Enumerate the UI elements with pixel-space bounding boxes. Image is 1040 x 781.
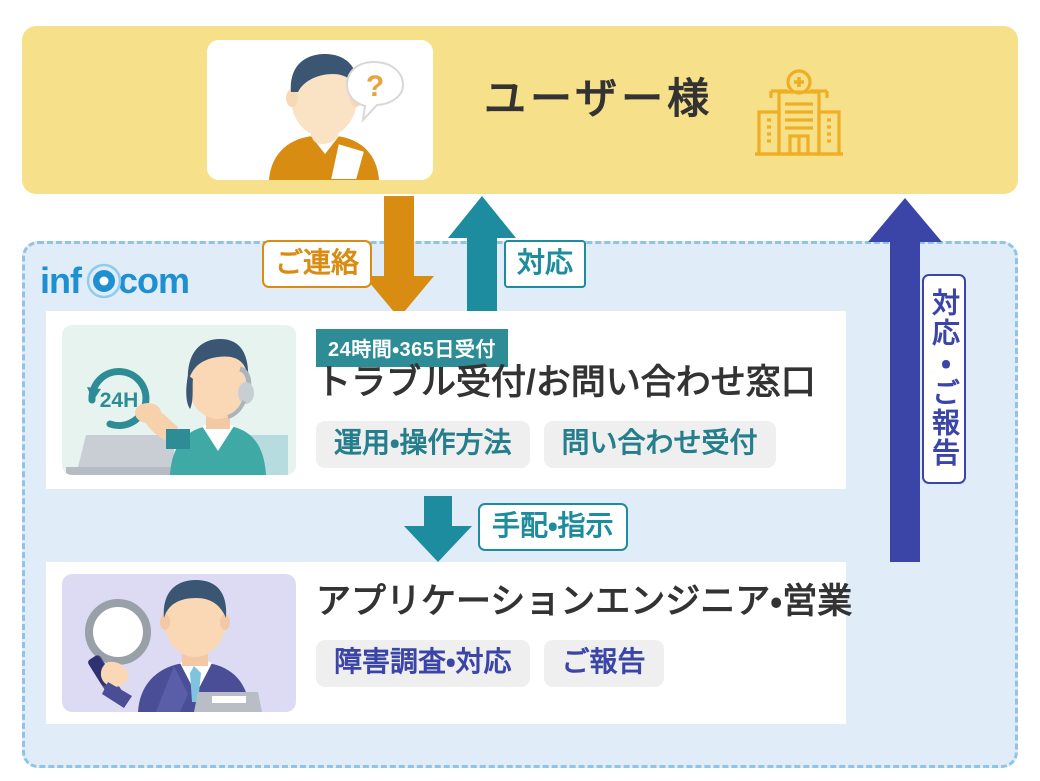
- user-illustration-card: ?: [207, 40, 433, 180]
- arrow-down-icon-contact: [362, 196, 436, 318]
- pill-item: 問い合わせ受付: [543, 421, 776, 468]
- hospital-building-icon: [749, 68, 849, 156]
- svg-text:?: ?: [366, 70, 384, 103]
- thinking-user-illustration: ?: [207, 40, 433, 180]
- arrow-up-icon-report: [868, 198, 942, 562]
- support-card-heading: トラブル受付/お問い合わせ窓口: [316, 363, 816, 402]
- pill-item: ご報告: [543, 640, 664, 687]
- arrow-label-contact: ご連絡: [262, 240, 373, 288]
- arrow-up-icon-response: [448, 196, 516, 318]
- pill-item: 運用・操作方法: [316, 421, 530, 468]
- arrow-label-report: 対応・ご報告: [922, 274, 966, 484]
- svg-text:24H: 24H: [100, 389, 139, 412]
- arrow-down-icon-dispatch: [404, 496, 472, 562]
- arrow-label-response: 対応: [504, 240, 587, 288]
- engineer-magnifier-illustration: [62, 574, 296, 712]
- user-banner: ? ユーザー様: [22, 26, 1018, 194]
- engineer-sales-card: アプリケーションエンジニア・営業 障害調査・対応 ご報告: [46, 562, 852, 724]
- svg-text:inf: inf: [40, 260, 83, 301]
- availability-badge: 24時間・365日受付: [316, 329, 508, 367]
- support-desk-card: 24H: [46, 311, 846, 489]
- svg-text:com: com: [118, 260, 189, 301]
- pill-item: 障害調査・対応: [316, 640, 530, 687]
- engineer-card-heading: アプリケーションエンジニア・営業: [316, 582, 853, 621]
- page-title: ユーザー様: [484, 75, 714, 122]
- arrow-label-dispatch: 手配・指示: [478, 503, 628, 551]
- engineer-card-pills: 障害調査・対応 ご報告: [316, 640, 664, 687]
- infocom-logo: inf com: [40, 259, 210, 303]
- support-card-pills: 運用・操作方法 問い合わせ受付: [316, 421, 776, 468]
- support-agent-headset-illustration: 24H: [62, 325, 296, 475]
